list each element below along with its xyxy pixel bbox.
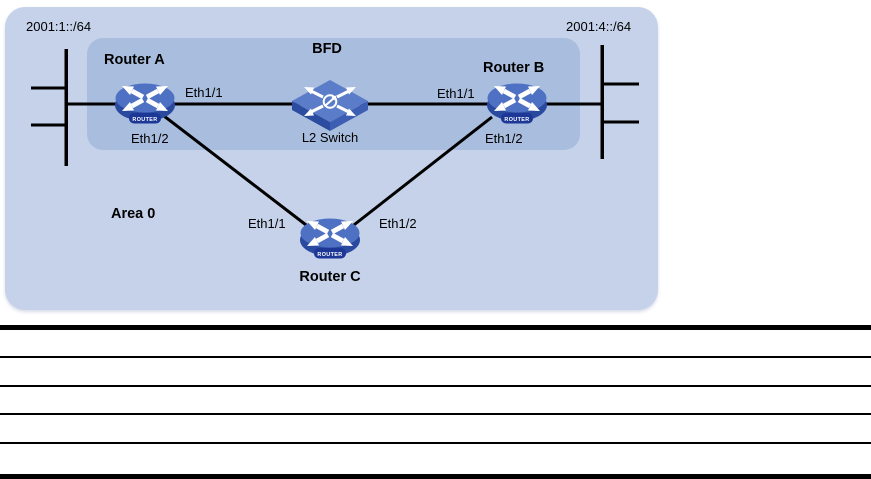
router-a-badge: ROUTER	[132, 117, 157, 123]
bfd-region-label: BFD	[312, 41, 342, 57]
router-c-icon: ROUTER	[300, 217, 360, 269]
interface-label-a-eth1-1: Eth1/1	[185, 85, 223, 100]
network-label-right: 2001:4::/64	[566, 19, 632, 34]
interface-label-b-eth1-1: Eth1/1	[437, 86, 475, 101]
table-row	[0, 415, 871, 444]
router-b-badge: ROUTER	[504, 117, 529, 123]
l2-switch-label: L2 Switch	[301, 130, 359, 145]
router-a-label: Router A	[104, 52, 165, 68]
interface-label-c-eth1-2: Eth1/2	[379, 216, 417, 231]
interface-label-b-eth1-2: Eth1/2	[485, 131, 523, 146]
router-c-badge: ROUTER	[317, 252, 342, 258]
interface-label-c-eth1-1: Eth1/1	[248, 216, 286, 231]
link-a-c	[163, 114, 311, 230]
router-a-icon: ROUTER	[115, 82, 175, 134]
l2-switch-icon	[290, 78, 370, 137]
link-lines-layer	[31, 45, 639, 230]
table-row	[0, 387, 871, 415]
router-b-label: Router B	[483, 60, 545, 76]
network-label-left: 2001:1::/64	[26, 19, 92, 34]
router-b-icon: ROUTER	[487, 82, 547, 134]
table-row	[0, 358, 871, 387]
document-table	[0, 325, 871, 479]
router-c-label: Router C	[299, 269, 361, 285]
area0-label: Area 0	[111, 206, 156, 222]
table-row	[0, 330, 871, 358]
interface-label-a-eth1-2: Eth1/2	[131, 131, 169, 146]
table-row	[0, 444, 871, 474]
link-b-c	[349, 115, 493, 230]
